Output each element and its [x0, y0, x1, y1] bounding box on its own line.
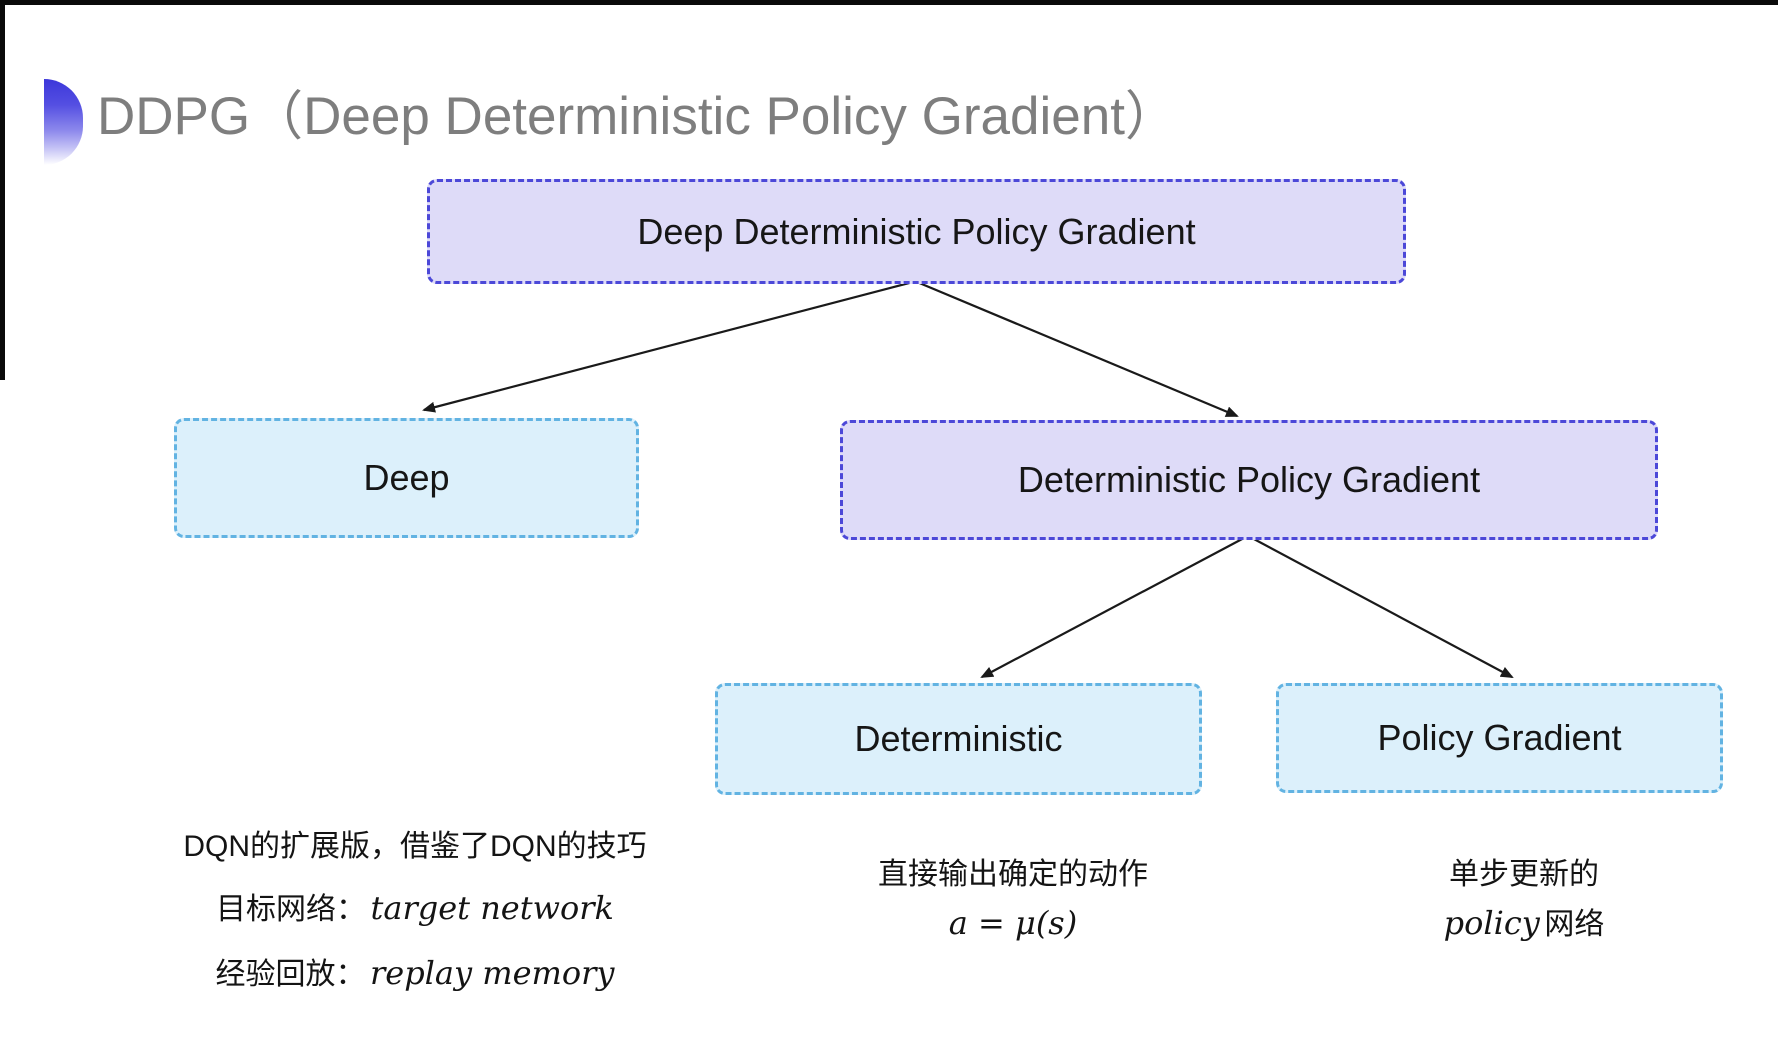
- note-label-cjk: 经验回放：: [215, 958, 366, 991]
- note-target-network: 目标网络： target network: [120, 889, 710, 927]
- note-replay-memory: 经验回放： replay memory: [120, 954, 710, 992]
- note-deterministic-action: 直接输出确定的动作: [878, 858, 1148, 891]
- node-label: Deterministic Policy Gradient: [1017, 459, 1481, 500]
- page-title: DDPG（Deep Deterministic Policy Gradient）: [97, 87, 1178, 146]
- note-network-cjk: 网络: [1544, 908, 1605, 941]
- node-deterministic: Deterministic: [715, 683, 1202, 795]
- node-label: Policy Gradient: [1377, 717, 1622, 758]
- node-label: Deterministic: [854, 718, 1063, 759]
- node-label: Deep Deterministic Policy Gradient: [637, 210, 1196, 252]
- node-deep: Deep: [174, 418, 639, 538]
- notes-policy-gradient: 单步更新的 policy 网络: [1354, 858, 1694, 943]
- node-deterministic-policy-gradient: Deterministic Policy Gradient: [840, 420, 1658, 540]
- note-single-step: 单步更新的: [1449, 858, 1599, 891]
- notes-deterministic: 直接输出确定的动作 a = μ(s): [830, 858, 1196, 943]
- note-policy-italic: policy: [1443, 904, 1540, 942]
- node-policy-gradient: Policy Gradient: [1276, 683, 1723, 793]
- arrow-dpg-to-pg: [1251, 537, 1514, 678]
- note-value-italic: target network: [370, 889, 614, 927]
- formula-a-mu-s: a = μ(s): [948, 904, 1078, 942]
- window-left-border: [0, 0, 5, 380]
- note-label-cjk: 目标网络：: [216, 893, 367, 926]
- half-disc-icon: [44, 79, 83, 165]
- window-top-border: [0, 0, 1778, 5]
- node-deep-deterministic-policy-gradient: Deep Deterministic Policy Gradient: [427, 179, 1406, 284]
- node-label: Deep: [363, 457, 450, 498]
- notes-deep: DQN的扩展版，借鉴了DQN的技巧 目标网络： target network 经…: [120, 830, 710, 993]
- arrow-dpg-to-det: [980, 537, 1245, 678]
- note-policy-network: policy 网络: [1354, 904, 1694, 942]
- arrow-root-to-deep: [422, 280, 914, 413]
- arrow-root-to-dpg: [916, 280, 1239, 418]
- note-dqn-extension: DQN的扩展版，借鉴了DQN的技巧: [183, 830, 647, 863]
- note-value-italic: replay memory: [369, 954, 615, 992]
